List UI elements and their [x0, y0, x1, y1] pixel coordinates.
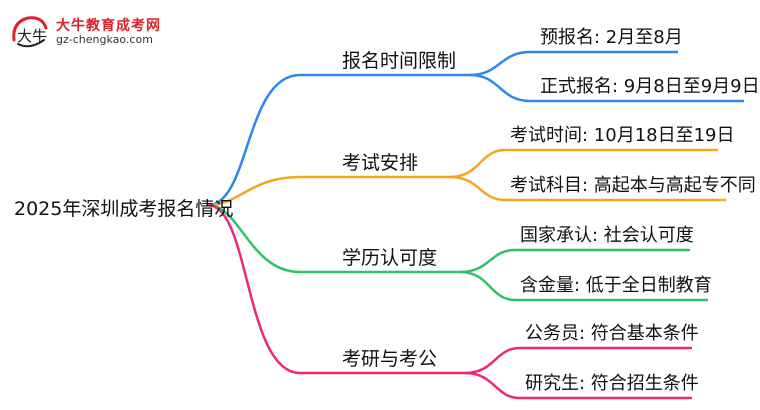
- connector-leaf-3-2: [459, 270, 708, 302]
- mindmap-root: 2025年深圳成考报名情况: [14, 198, 234, 220]
- svg-text:大牛: 大牛: [17, 27, 47, 45]
- connector-branch-4: [207, 203, 301, 375]
- leaf-exam-subjects: 考试科目: 高起本与高起专不同: [510, 175, 756, 196]
- leaf-postgraduate: 研究生: 符合招生条件: [525, 373, 699, 394]
- leaf-national-recognition: 国家承认: 社会认可度: [520, 225, 694, 246]
- leaf-pre-registration: 预报名: 2月至8月: [540, 27, 683, 48]
- connector-leaf-3-1: [459, 248, 690, 274]
- connector-leaf-4-1: [464, 346, 692, 375]
- connector-leaf-1-1: [469, 50, 678, 77]
- leaf-exam-time: 考试时间: 10月18日至19日: [510, 125, 735, 146]
- connector-leaf-4-2: [464, 371, 692, 400]
- branch-postgrad-civil-service: 考研与考公: [342, 348, 438, 370]
- logo-mark-icon: 大牛: [8, 10, 52, 54]
- branch-exam-arrangement: 考试安排: [342, 152, 419, 174]
- branch-degree-recognition: 学历认可度: [342, 247, 438, 269]
- branch-registration-time: 报名时间限制: [342, 50, 457, 72]
- connector-branch-1: [207, 73, 301, 207]
- logo-name: 大牛教育成考网: [56, 17, 161, 34]
- site-logo: 大牛 大牛教育成考网 gz-chengkao.com: [8, 10, 161, 54]
- connector-leaf-2-2: [449, 175, 726, 202]
- leaf-civil-servant: 公务员: 符合基本条件: [525, 323, 699, 344]
- leaf-value: 含金量: 低于全日制教育: [520, 275, 712, 296]
- connector-leaf-1-2: [469, 73, 744, 103]
- leaf-formal-registration: 正式报名: 9月8日至9月9日: [540, 76, 760, 97]
- connector-leaf-2-1: [449, 148, 718, 179]
- logo-url: gz-chengkao.com: [56, 32, 153, 46]
- connector-branch-2: [207, 175, 301, 207]
